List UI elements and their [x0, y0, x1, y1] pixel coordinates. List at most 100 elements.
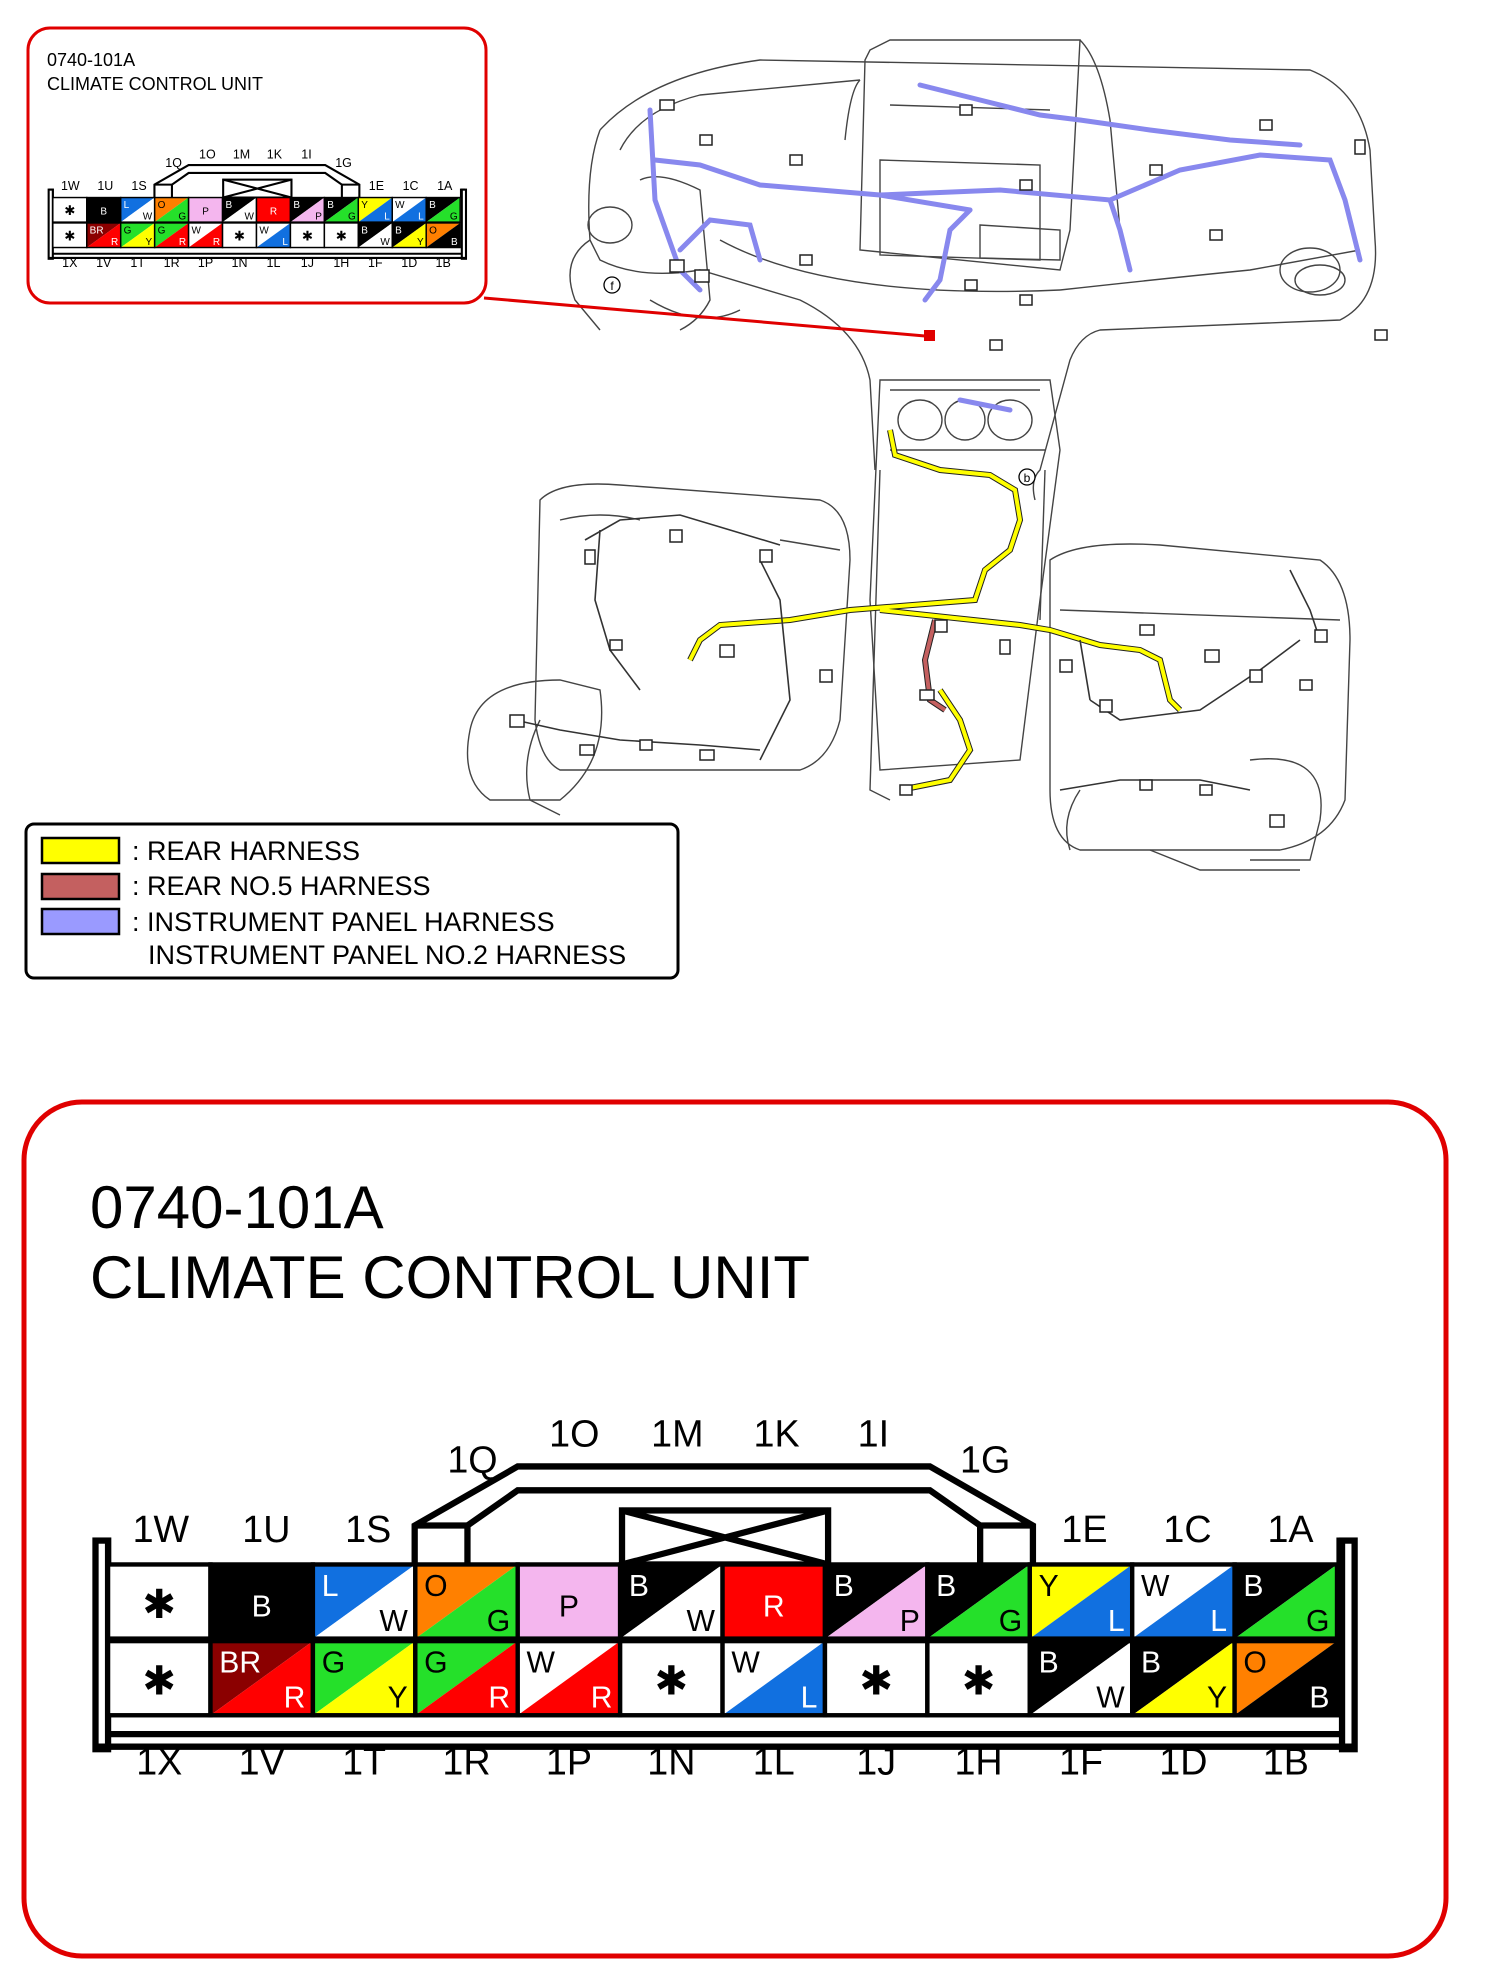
empty-cavity-symbol: ✱ [142, 1659, 176, 1705]
pin-1m: BW [617, 1562, 725, 1641]
wire-color-primary: W [527, 1647, 556, 1680]
callout-leader-line [483, 296, 926, 338]
diagram-reference-letters: f b [603, 276, 1036, 486]
wire-color-primary: W [395, 200, 405, 211]
pin-label: 1S [345, 1508, 391, 1550]
wire-color-secondary: L [418, 212, 424, 223]
wire-color-primary: B [361, 225, 368, 236]
inset-title: CLIMATE CONTROL UNIT [47, 74, 263, 94]
auxiliary-wires [514, 514, 1321, 791]
pin-1i: BP [289, 196, 326, 223]
wire-color-secondary: W [687, 1605, 716, 1638]
pin-label: 1A [1267, 1508, 1314, 1550]
pin-label: 1H [333, 256, 349, 270]
connector-hood [411, 1463, 1037, 1565]
pin-label: 1K [267, 147, 283, 161]
wire-color-secondary: G [178, 212, 186, 223]
pin-1b: OB [425, 222, 461, 249]
pin-1d: BY [391, 222, 427, 249]
wire-color-primary: BR [90, 225, 104, 236]
pin-label: 1J [856, 1740, 896, 1782]
wire-color-secondary: Y [145, 237, 152, 248]
wire-color-secondary: Y [1207, 1682, 1227, 1715]
legend-swatch-rear-no5 [40, 872, 121, 901]
wire-color-primary: B [293, 200, 300, 211]
wire-color-secondary: L [1108, 1605, 1125, 1638]
empty-cavity-symbol: ✱ [142, 1582, 176, 1628]
empty-cavity-symbol: ✱ [336, 230, 347, 245]
wire-color-primary: O [1243, 1647, 1266, 1680]
wire-color-secondary: Y [388, 1682, 408, 1715]
wire-color-primary: B [834, 1570, 854, 1603]
pin-label: 1L [267, 256, 281, 270]
wire-color-secondary: W [1096, 1682, 1125, 1715]
wire-color-primary: P [202, 207, 209, 218]
legend-swatch-instrument-panel [40, 907, 121, 936]
wire-color-primary: B [327, 200, 334, 211]
pin-label: 1V [96, 256, 112, 270]
legend-item-rear-no5: : REAR NO.5 HARNESS [40, 871, 431, 901]
wire-color-primary: L [322, 1570, 339, 1603]
pin-1l: WL [720, 1638, 828, 1718]
wire-color-secondary: L [1210, 1605, 1227, 1638]
wire-color-primary: B [629, 1570, 649, 1603]
pin-1j: ✱ [822, 1638, 930, 1718]
wire-color-secondary: G [450, 212, 458, 223]
pin-1s: LW [310, 1562, 418, 1641]
wire-color-primary: W [1141, 1570, 1170, 1603]
wire-color-primary: B [429, 200, 436, 211]
pin-1i: BP [822, 1562, 930, 1641]
wire-color-primary: W [192, 225, 202, 236]
pin-1o: P [187, 196, 224, 223]
pin-1h: ✱ [925, 1638, 1032, 1718]
pin-1k: R [720, 1562, 828, 1641]
wire-color-primary: G [124, 225, 132, 236]
empty-cavity-symbol: ✱ [64, 204, 75, 219]
legend-label-instrument-panel-no2: INSTRUMENT PANEL NO.2 HARNESS [148, 940, 626, 970]
wire-color-secondary: G [999, 1605, 1022, 1638]
pin-label: 1O [199, 147, 216, 161]
pin-1v: BRR [208, 1638, 316, 1718]
pin-1g: BG [323, 196, 360, 223]
pin-label: 1L [753, 1740, 795, 1782]
pin-1g: BG [925, 1562, 1032, 1641]
legend-swatch-rear [40, 836, 121, 865]
pin-label: 1N [647, 1740, 695, 1782]
wire-color-secondary: L [801, 1682, 818, 1715]
pin-label: 1X [62, 256, 78, 270]
wire-color-primary: O [424, 1570, 447, 1603]
inset-part-number: 0740-101A [47, 50, 135, 70]
legend-label-rear: : REAR HARNESS [132, 836, 360, 866]
wire-color-secondary: R [111, 237, 118, 248]
wire-color-primary: P [559, 1590, 579, 1623]
empty-cavity-symbol: ✱ [654, 1659, 688, 1705]
wire-color-secondary: P [315, 212, 322, 223]
pin-1e: YL [1027, 1562, 1135, 1641]
wire-color-primary: B [1243, 1570, 1263, 1603]
pin-label: 1R [164, 256, 180, 270]
pin-label: 1C [1163, 1508, 1211, 1550]
empty-cavity-symbol: ✱ [234, 230, 245, 245]
pin-1l: WL [255, 222, 292, 249]
wire-color-secondary: R [213, 237, 220, 248]
pin-1o: P [515, 1562, 623, 1641]
pin-label: 1W [133, 1508, 190, 1550]
pin-1a: BG [425, 196, 461, 223]
pin-label: 1E [1061, 1508, 1107, 1550]
pin-1m: BW [221, 196, 258, 223]
detail-part-number: 0740-101A [90, 1174, 384, 1241]
pin-label: 1S [131, 179, 146, 193]
pin-1t: GY [119, 222, 156, 249]
pin-label: 1Q [165, 156, 182, 170]
pin-label: 1B [1263, 1740, 1309, 1782]
wire-color-primary: B [936, 1570, 956, 1603]
pin-label: 1U [97, 179, 113, 193]
rear-no5-harness-route [921, 619, 947, 713]
ref-letter-f: f [610, 279, 614, 293]
pin-label: 1B [436, 256, 451, 270]
pin-label: 1M [651, 1412, 703, 1454]
wire-color-primary: R [270, 207, 277, 218]
pin-1p: WR [515, 1638, 623, 1718]
wire-color-secondary: P [900, 1605, 920, 1638]
legend-item-instrument-panel: : INSTRUMENT PANEL HARNESS INSTRUMENT PA… [40, 907, 626, 970]
